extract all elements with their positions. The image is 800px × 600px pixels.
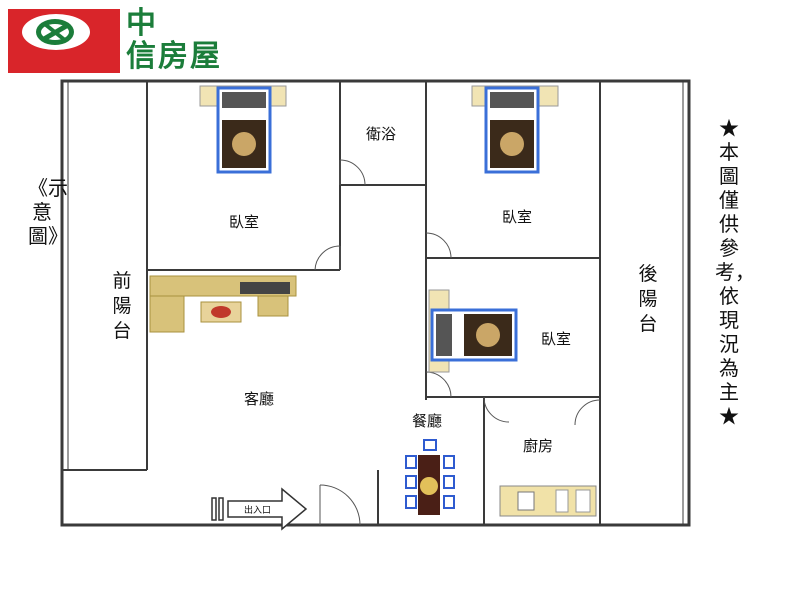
back-balcony-label: 後陽台 [638,263,658,335]
disclaimer-note: ★本圖僅供參考，依現況為主★ [715,116,755,428]
dining-room-label: 餐廳 [412,412,443,430]
brand-name: 中 信房屋 [126,8,276,74]
entry-arrow-icon [211,487,308,531]
bedroom-1-label: 臥室 [229,213,260,231]
bed-icon [199,85,287,174]
bed-icon [428,289,518,373]
logo-cross-icon [42,22,70,43]
kitchen-counter-icon [499,485,597,517]
dining-table-icon [405,439,455,515]
bedroom-3-label: 臥室 [541,330,572,348]
sample-label: 《示意圖》 [28,176,68,248]
brand-name-line2: 信房屋 [126,39,222,74]
living-room-label: 客廳 [244,390,275,408]
front-balcony-label: 前陽台 [112,270,132,342]
brand-name-line1: 中 [126,6,156,41]
bedroom-2-label: 臥室 [502,208,533,226]
sofa-icon [149,275,297,333]
bed-icon [471,85,559,174]
logo-ring-icon [36,19,74,45]
entrance-label: 出入口 [244,506,272,516]
kitchen-label: 廚房 [523,437,554,455]
bathroom-label: 衛浴 [366,125,397,143]
walls [62,81,684,525]
